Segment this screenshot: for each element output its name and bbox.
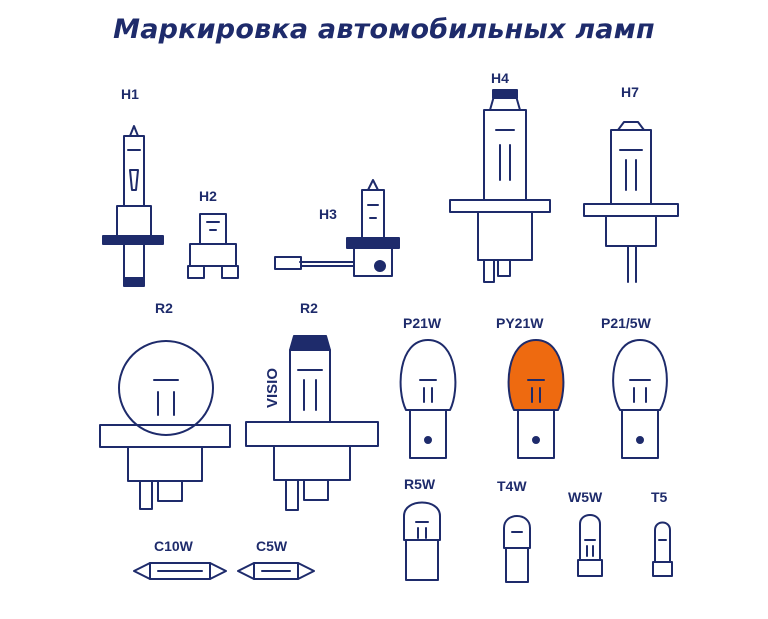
lamp-p21w <box>399 339 457 459</box>
label-r2-right: R2 <box>300 300 318 316</box>
diagram-title: Маркировка автомобильных ламп <box>113 14 655 45</box>
lamp-h1 <box>102 125 164 287</box>
lamp-py21w <box>507 339 565 459</box>
lamp-t4w <box>503 515 531 583</box>
lamp-c5w <box>237 562 315 580</box>
lamp-r5w <box>403 501 441 581</box>
label-p21-5w: P21/5W <box>601 315 651 331</box>
lamp-t5 <box>652 521 673 577</box>
label-h1: H1 <box>121 86 139 102</box>
lamp-h2 <box>187 213 239 279</box>
label-py21w: PY21W <box>496 315 544 331</box>
label-c10w: C10W <box>154 538 193 554</box>
lamp-r2-left <box>99 340 231 510</box>
label-c5w: C5W <box>256 538 288 554</box>
lamp-c10w <box>133 562 227 580</box>
label-r2-left: R2 <box>155 300 173 316</box>
lamp-w5w <box>577 514 603 577</box>
label-visio: VISIO <box>264 367 281 408</box>
label-h3: H3 <box>319 206 337 222</box>
lamp-h4 <box>449 89 551 283</box>
label-t4w: T4W <box>497 478 527 494</box>
label-r5w: R5W <box>404 476 436 492</box>
lamp-r2-visio <box>245 335 379 511</box>
label-h4: H4 <box>491 70 509 86</box>
label-p21w: P21W <box>403 315 442 331</box>
lamp-h3 <box>274 179 400 277</box>
label-w5w: W5W <box>568 489 603 505</box>
label-h7: H7 <box>621 84 639 100</box>
label-h2: H2 <box>199 188 217 204</box>
lamp-p21-5w <box>612 339 668 459</box>
lamp-h7 <box>583 121 679 283</box>
label-t5: T5 <box>651 489 668 505</box>
